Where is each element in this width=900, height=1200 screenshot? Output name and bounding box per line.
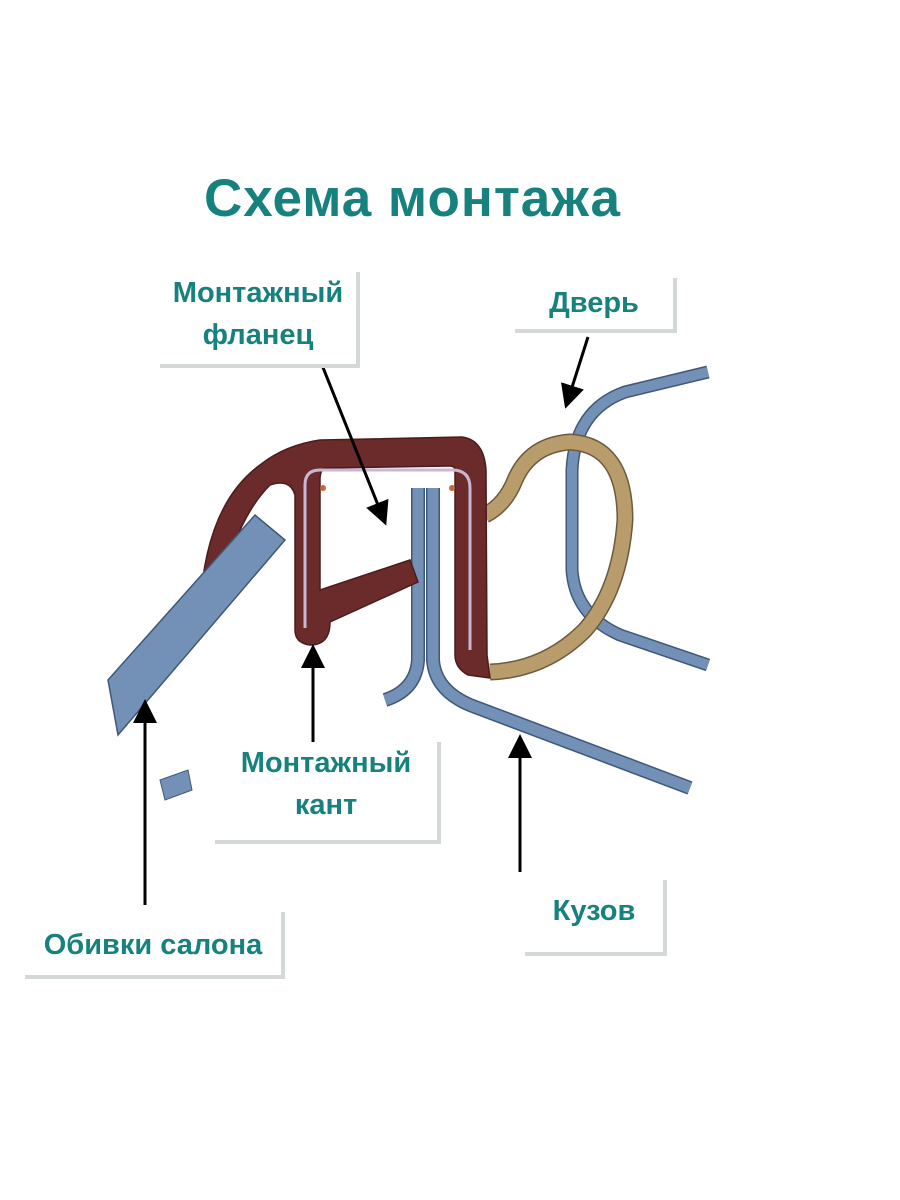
label-mounting-edge: Монтажный кант — [215, 742, 441, 844]
label-interior-trim: Обивки салона — [25, 912, 285, 979]
diagram-title: Схема монтажа — [204, 169, 621, 228]
mounting-seal — [199, 436, 491, 679]
label-mounting-flange: Монтажный фланец — [160, 272, 360, 368]
arrow-flange — [320, 364, 389, 526]
door-seal — [480, 433, 634, 681]
label-door: Дверь — [515, 278, 677, 333]
label-body: Кузов — [525, 880, 667, 956]
arrow-door — [561, 336, 590, 409]
interior-trim — [107, 513, 287, 737]
